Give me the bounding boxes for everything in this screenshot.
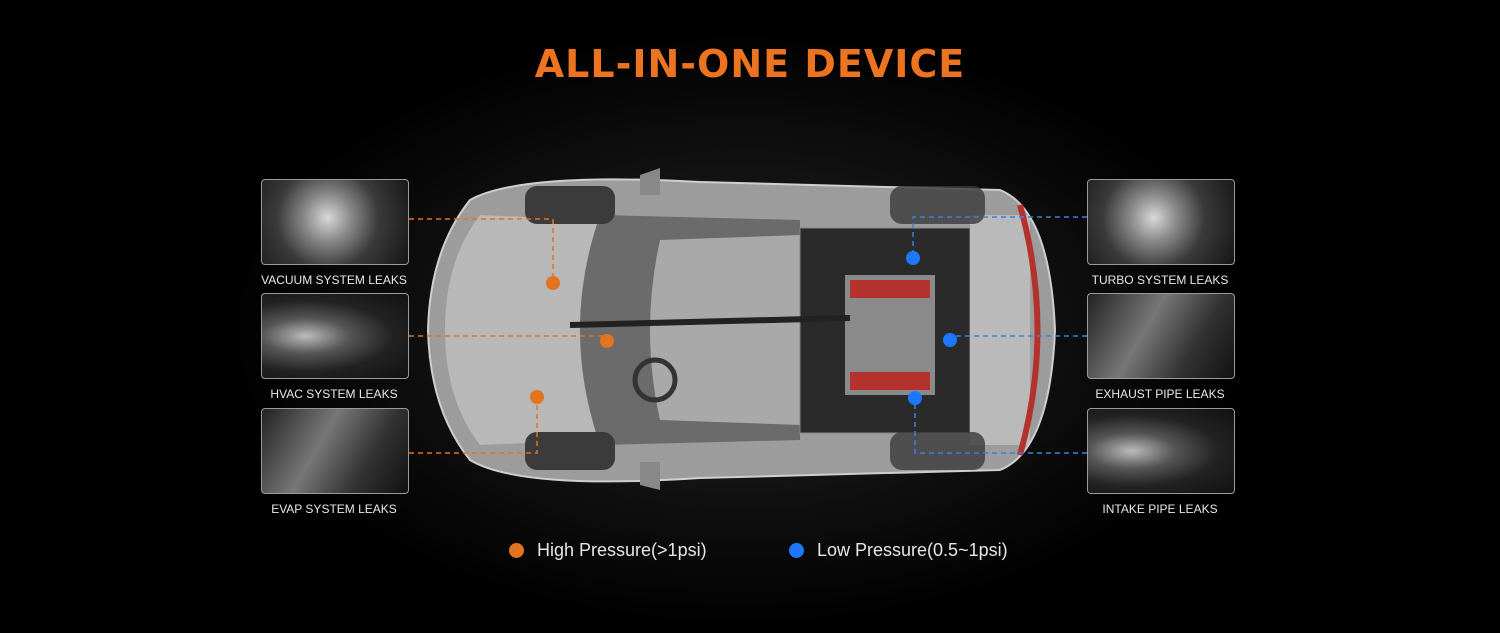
page-title: ALL-IN-ONE DEVICE <box>534 42 966 86</box>
blue-dot-icon <box>789 543 804 558</box>
hvac-system-image <box>261 293 409 379</box>
exhaust-pipe-label: EXHAUST PIPE LEAKS <box>1095 387 1225 401</box>
legend-high-pressure: High Pressure(>1psi) <box>509 540 707 561</box>
exhaust-pipe-image <box>1087 293 1235 379</box>
vacuum-system-image <box>261 179 409 265</box>
low-pressure-point <box>908 391 922 405</box>
car-body <box>426 168 1057 490</box>
turbo-system-image <box>1087 179 1235 265</box>
orange-dot-icon <box>509 543 524 558</box>
low-pressure-point <box>906 251 920 265</box>
connector-evap <box>409 397 538 454</box>
connector-intake <box>914 398 1087 454</box>
intake-pipe-label: INTAKE PIPE LEAKS <box>1102 502 1218 516</box>
high-pressure-point <box>600 334 614 348</box>
evap-system-label: EVAP SYSTEM LEAKS <box>271 502 397 516</box>
legend-low-label: Low Pressure(0.5~1psi) <box>817 540 1008 560</box>
high-pressure-point <box>530 390 544 404</box>
legend-low-pressure: Low Pressure(0.5~1psi) <box>789 540 1008 561</box>
low-pressure-point <box>943 333 957 347</box>
hvac-system-label: HVAC SYSTEM LEAKS <box>270 387 398 401</box>
turbo-system-label: TURBO SYSTEM LEAKS <box>1091 273 1229 287</box>
legend-high-label: High Pressure(>1psi) <box>537 540 707 560</box>
high-pressure-point <box>546 276 560 290</box>
connector-turbo <box>912 216 1087 258</box>
evap-system-image <box>261 408 409 494</box>
vacuum-system-label: VACUUM SYSTEM LEAKS <box>261 273 407 287</box>
connector-vacuum <box>409 218 554 283</box>
intake-pipe-image <box>1087 408 1235 494</box>
